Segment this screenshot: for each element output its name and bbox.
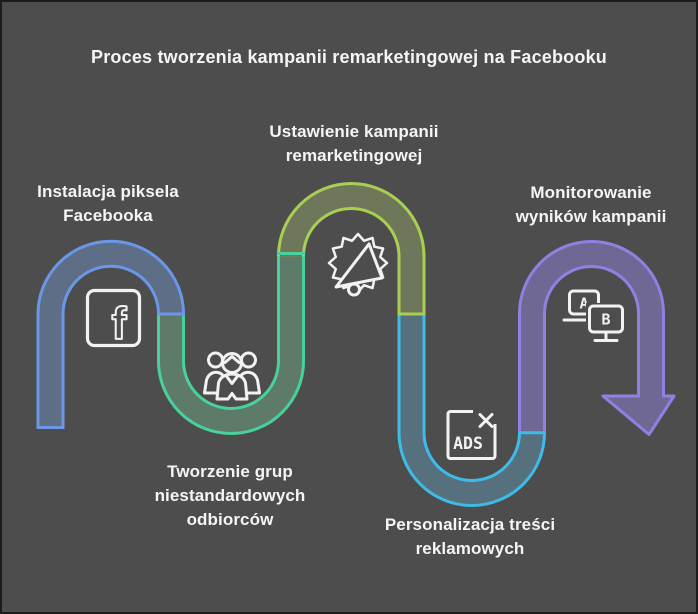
svg-text:ADS: ADS	[453, 434, 483, 453]
ads-icon: ADS	[446, 405, 497, 460]
step-label-4: Personalizacja treści reklamowych	[384, 515, 556, 558]
ab-test-icon: A B	[562, 289, 626, 344]
custom-audience-icon	[203, 351, 261, 401]
svg-text:B: B	[601, 311, 610, 329]
segment-4-valley	[397, 314, 546, 507]
step-label-5: Monitorowanie wyników kampanii	[515, 183, 667, 226]
flow-band	[36, 182, 676, 507]
step-label-3: Ustawienie kampanii remarketingowej	[269, 122, 439, 165]
step-label-2: Tworzenie grup niestandardowych odbiorcó…	[154, 462, 306, 529]
segment-5-arch	[518, 240, 665, 433]
segment-3-arch	[277, 182, 426, 314]
segment-1-arch	[36, 239, 185, 429]
arrow-down-icon	[601, 388, 676, 436]
svg-text:f: f	[112, 298, 128, 349]
svg-text:A: A	[579, 295, 588, 313]
page-title: Proces tworzenia kampanii remarketingowe…	[91, 47, 607, 67]
facebook-pixel-icon: f	[85, 288, 142, 350]
step-label-1: Instalacja piksela Facebooka	[37, 182, 179, 225]
step-icons: f	[85, 232, 626, 460]
segment-caps	[36, 252, 546, 435]
segment-2-valley	[157, 253, 305, 435]
megaphone-icon	[327, 232, 389, 297]
